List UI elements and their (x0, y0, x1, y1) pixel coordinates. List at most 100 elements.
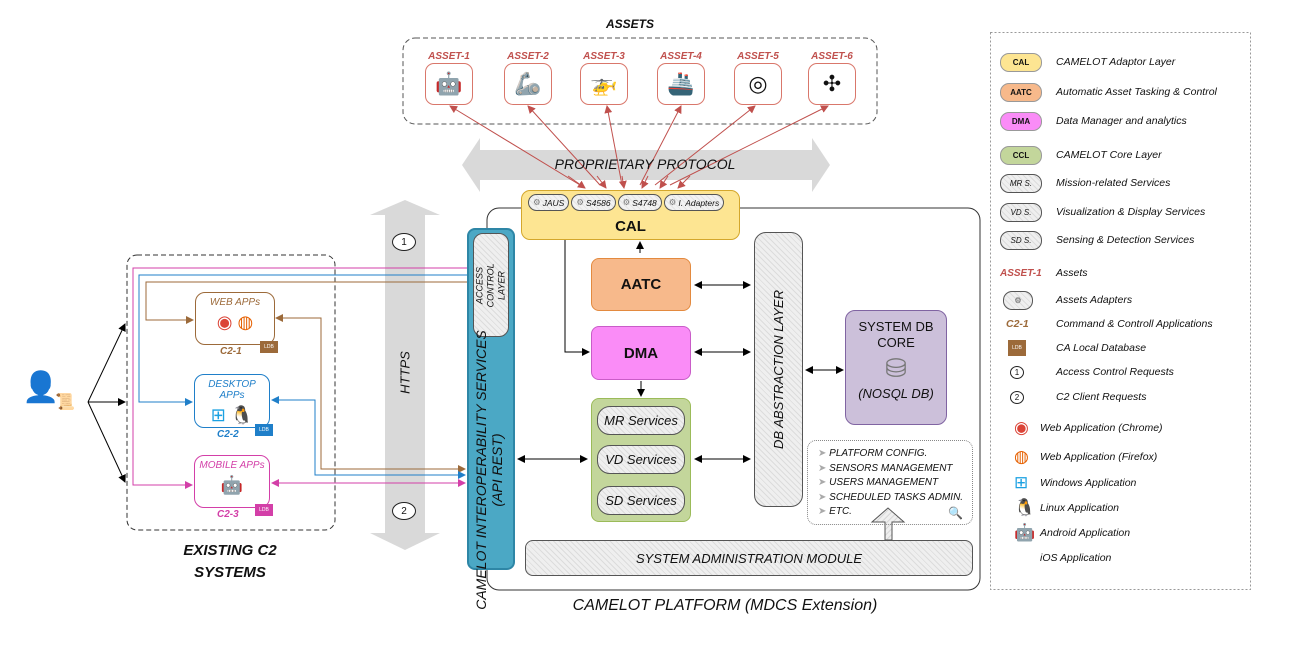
android-icon: 🤖 (1014, 523, 1036, 542)
ship-icon: 🚢 (667, 71, 695, 96)
chrome-icon: ◉ (1014, 418, 1029, 437)
admin-item: ➤ SCHEDULED TASKS ADMIN. (818, 491, 964, 503)
mr-services[interactable]: MR Services (597, 406, 685, 435)
assets-title: ASSETS (605, 17, 654, 31)
admin-item: ➤ SENSORS MANAGEMENT (818, 462, 953, 474)
local-database-icon: LDB (260, 341, 278, 353)
bullet-arrow-icon: ➤ (818, 491, 827, 503)
dma-box[interactable]: DMA (591, 326, 691, 380)
existing-c2-label: EXISTING C2 SYSTEMS (183, 542, 277, 581)
asset-label: ASSET-2 (507, 51, 549, 62)
db-abstraction-layer[interactable]: DB ABSTRACTION LAYER (754, 232, 803, 507)
legend-item: 🤖Android Application (1014, 523, 1131, 542)
vd-services[interactable]: VD Services (597, 445, 685, 474)
asset-3[interactable]: 🚁 (580, 63, 628, 105)
linux-icon: 🐧 (230, 405, 254, 425)
marker-2: 2 (392, 502, 416, 520)
asset-1[interactable]: 🤖 (425, 63, 473, 105)
quadcopter-icon: ✣ (822, 71, 842, 96)
asset-2[interactable]: 🦾 (504, 63, 552, 105)
sd-services[interactable]: SD Services (597, 486, 685, 515)
marker-icon: 1 (1010, 365, 1024, 379)
bullet-arrow-icon: ➤ (818, 448, 827, 459)
bullet-arrow-icon: ➤ (818, 462, 827, 474)
marker-1: 1 (392, 233, 416, 251)
gear-icon: ⚙ (576, 197, 584, 207)
gear-icon: ⚙ (1003, 290, 1033, 310)
asset-5[interactable]: ◎ (734, 63, 782, 105)
legend-item: ◍Web Application (Firefox) (1014, 447, 1158, 466)
firefox-icon: ◍ (237, 312, 254, 332)
legend-item: VD S.Visualization & Display Services (1000, 202, 1240, 222)
asset-label: ASSET-1 (428, 51, 470, 62)
c2-app-2[interactable]: DESKTOP APPs ⊞ 🐧 LDB (194, 374, 273, 436)
legend-badge: VD S. (1000, 202, 1042, 222)
database-icon: ⛁ (885, 353, 907, 383)
adapter-pill[interactable]: ⚙S4586 (571, 194, 616, 211)
robot-arm-icon: 🦾 (514, 71, 542, 96)
user-icon: 👤 (22, 371, 60, 404)
proprietary-protocol-label: PROPRIETARY PROTOCOL (554, 156, 736, 172)
asset-label: ASSET-4 (660, 51, 702, 62)
magnifier-icon: 🔍 (948, 506, 963, 520)
admin-item: ➤ USERS MANAGEMENT (818, 477, 939, 488)
gear-icon: ⚙ (668, 197, 677, 207)
access-control-layer[interactable]: ACCESS CONTROL LAYER (473, 233, 509, 337)
legend-badge: CAL (1000, 52, 1042, 72)
asset-4[interactable]: 🚢 (657, 63, 705, 105)
legend-badge: CCL (1000, 145, 1042, 165)
ground-robot-icon: 🤖 (435, 71, 463, 96)
windows-icon: ⊞ (1014, 473, 1029, 492)
asset-label: ASSET-6 (811, 51, 853, 62)
legend-badge: ASSET-1 (1000, 267, 1042, 279)
platform-label: CAMELOT PLATFORM (MDCS Extension) (572, 597, 878, 614)
c2-code: C2-1 (220, 346, 242, 357)
system-administration-module[interactable]: SYSTEM ADMINISTRATION MODULE (525, 540, 973, 576)
legend-badge: C2-1 (1006, 318, 1029, 330)
legend-item: ⚙Assets Adapters (1000, 290, 1240, 310)
asset-6[interactable]: ✣ (808, 63, 856, 105)
asset-label: ASSET-5 (737, 51, 779, 62)
core-layer-box: MR Services VD Services SD Services (591, 398, 691, 522)
aatc-box[interactable]: AATC (591, 258, 691, 311)
legend-item: MR S.Mission-related Services (1000, 173, 1240, 193)
radar-icon: ◎ (748, 71, 768, 96)
adapter-pill[interactable]: ⚙S4748 (617, 194, 662, 211)
helicopter-drone-icon: 🚁 (590, 71, 618, 96)
legend-item: iOS Application (1040, 552, 1112, 564)
marker-icon: 2 (1010, 390, 1024, 404)
gear-icon: ⚙ (533, 197, 541, 207)
https-label: HTTPS (397, 351, 413, 394)
c2-app-3[interactable]: MOBILE APPs 🤖 LDB (194, 455, 273, 516)
c2-app-1[interactable]: WEB APPs ◉ ◍ LDB (195, 292, 278, 353)
admin-features-list: ➤ PLATFORM CONFIG. ➤ SENSORS MANAGEMENT ➤ … (807, 440, 973, 525)
adapter-pill[interactable]: ⚙JAUS (528, 194, 570, 211)
chrome-icon: ◉ (216, 312, 233, 332)
firefox-icon: ◍ (1014, 447, 1029, 466)
gear-icon: ⚙ (622, 197, 631, 207)
cal-box: ⚙JAUS⚙S4586⚙S4748⚙I. Adapters CAL (521, 190, 740, 240)
local-database-icon: LDB (255, 504, 273, 516)
system-db-core[interactable]: SYSTEM DB CORE ⛁ (NOSQL DB) (845, 310, 947, 425)
admin-item: ➤ PLATFORM CONFIG. (818, 448, 928, 459)
interop-label: CAMELOT INTEROPERABILITY SERVICES (API R… (473, 330, 505, 610)
local-database-icon: LDB (1008, 340, 1026, 356)
legend-item: SD S.Sensing & Detection Services (1000, 230, 1240, 250)
legend-item: ◉Web Application (Chrome) (1014, 418, 1163, 437)
local-database-icon: LDB (255, 424, 273, 436)
bullet-arrow-icon: ➤ (818, 506, 827, 517)
legend-item: 🐧Linux Application (1014, 498, 1119, 517)
certificate-lock-icon: 📜 (55, 394, 75, 411)
legend-badge: SD S. (1000, 230, 1042, 250)
interoperability-services[interactable]: ACCESS CONTROL LAYER CAMELOT INTEROPERAB… (467, 228, 515, 610)
windows-icon: ⊞ (210, 405, 226, 425)
adapter-pill[interactable]: ⚙I. Adapters (663, 194, 725, 211)
